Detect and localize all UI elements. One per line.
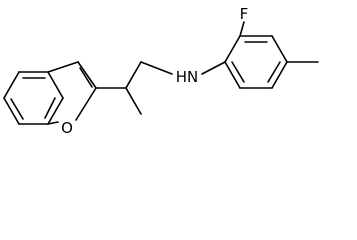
structure-drawing: F HN O (3, 5, 319, 137)
molecule-diagram: F HN O (3, 5, 319, 137)
bond-ch-upper (125, 61, 142, 89)
bond-aniline-6 (224, 61, 241, 89)
bond-furan-2 (77, 61, 97, 89)
amine-label: HN (176, 68, 199, 86)
bond-benzene-double-3 (44, 97, 56, 119)
fluorine-label: F (240, 5, 249, 23)
amine-atom: HN (176, 68, 199, 86)
fluorine-atom: F (240, 5, 249, 23)
bond-layer (3, 21, 319, 125)
bond-furan-3 (75, 87, 97, 121)
bond-benzene-6 (3, 97, 20, 125)
bond-amine-to-ring (201, 61, 226, 75)
bond-aniline-1 (224, 35, 241, 63)
bond-aniline-double-2 (267, 61, 281, 83)
bond-to-amine (140, 61, 173, 75)
oxygen-atom: O (61, 119, 73, 137)
bond-fluorine (239, 21, 245, 37)
bond-aniline-4 (271, 61, 288, 89)
bond-benzene-1 (3, 71, 20, 99)
bond-aniline-double-3 (231, 61, 245, 83)
bond-benzene-3 (47, 71, 64, 99)
bond-benzene-4 (47, 97, 64, 125)
oxygen-label: O (61, 119, 73, 137)
bond-furan-double (79, 67, 93, 88)
bond-furan-4 (47, 121, 59, 125)
bond-ch-methyl (125, 87, 142, 115)
bond-aniline-3 (271, 35, 288, 63)
bond-benzene-double-2 (10, 98, 24, 120)
bond-furan-1 (47, 61, 79, 73)
